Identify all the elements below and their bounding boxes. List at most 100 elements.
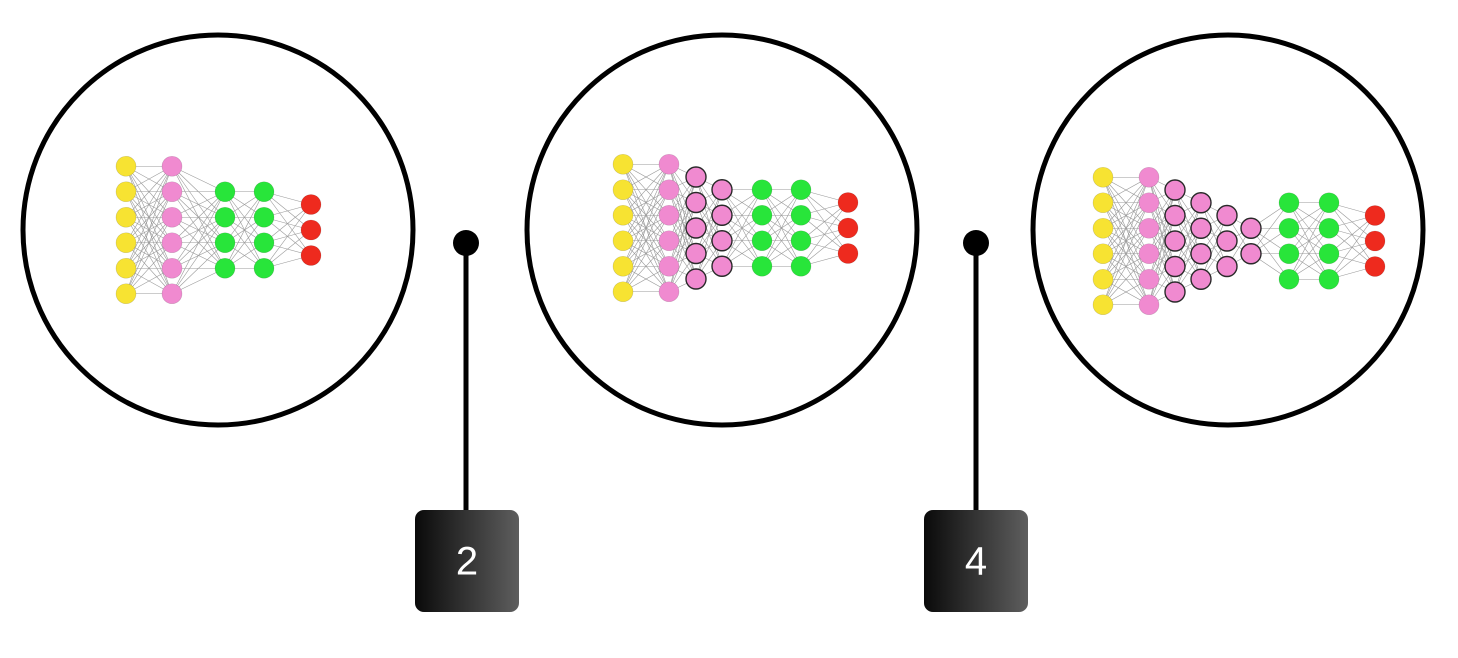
network-edge xyxy=(668,227,697,292)
network-nodes xyxy=(1092,166,1386,316)
node-hidden-a xyxy=(711,255,733,277)
network-edge xyxy=(125,166,173,269)
node-hidden-a xyxy=(658,179,680,201)
node-hidden-b xyxy=(1278,268,1300,290)
network-edge xyxy=(622,164,670,241)
node-hidden-a xyxy=(711,179,733,201)
network-edge xyxy=(721,215,763,267)
node-input xyxy=(1092,243,1114,265)
node-hidden-a xyxy=(685,166,707,188)
node-hidden-a xyxy=(1138,268,1160,290)
node-hidden-b xyxy=(214,206,236,228)
node-input xyxy=(612,255,634,277)
node-hidden-a xyxy=(1216,204,1238,227)
network-edge xyxy=(1148,240,1176,305)
node-hidden-a xyxy=(161,283,183,305)
node-hidden-a xyxy=(658,230,680,252)
network-edge xyxy=(1102,228,1150,305)
network-edges xyxy=(622,163,849,293)
network-edge xyxy=(761,215,802,267)
node-hidden-b xyxy=(253,181,275,203)
node-hidden-a xyxy=(1138,192,1160,214)
node-hidden-a xyxy=(161,155,183,177)
node-hidden-a xyxy=(1190,243,1212,265)
network-edge xyxy=(171,191,226,269)
node-output xyxy=(837,217,859,239)
node-hidden-b xyxy=(253,206,275,228)
node-hidden-a xyxy=(685,242,707,265)
node-hidden-a xyxy=(1216,255,1238,278)
node-hidden-a xyxy=(1190,268,1212,290)
node-output xyxy=(300,245,322,266)
network-edge xyxy=(761,189,802,241)
node-hidden-a xyxy=(161,232,183,254)
node-hidden-a xyxy=(1164,179,1186,201)
network-panel-1 xyxy=(20,32,416,428)
node-hidden-a xyxy=(161,181,183,203)
node-hidden-a xyxy=(1164,255,1186,278)
network-edge xyxy=(721,189,763,241)
network-panel-5 xyxy=(1030,32,1426,428)
node-input xyxy=(612,204,634,226)
network-edge xyxy=(1288,202,1330,280)
node-output xyxy=(300,194,322,215)
node-hidden-a xyxy=(1138,217,1160,239)
network-edge xyxy=(622,240,670,292)
network-edge xyxy=(224,191,265,269)
network-edge xyxy=(721,189,763,267)
node-input xyxy=(115,206,137,228)
node-hidden-b xyxy=(1278,192,1300,214)
node-hidden-b xyxy=(790,204,812,226)
node-hidden-a xyxy=(1164,230,1186,252)
step-marker-4: 4 xyxy=(924,230,1028,612)
node-hidden-a xyxy=(1216,230,1238,252)
node-output xyxy=(1364,230,1386,252)
network-edge xyxy=(1102,253,1150,305)
node-hidden-b xyxy=(1278,217,1300,239)
node-input xyxy=(612,230,634,252)
network-edge xyxy=(1288,228,1330,280)
network-panel-3 xyxy=(524,32,920,428)
node-hidden-b xyxy=(1318,268,1340,290)
node-input xyxy=(115,232,137,254)
node-input xyxy=(1092,166,1114,188)
node-output xyxy=(1364,205,1386,226)
node-hidden-a xyxy=(1190,217,1212,239)
node-hidden-b xyxy=(214,181,236,203)
network-edge xyxy=(1174,228,1202,293)
node-hidden-a xyxy=(1164,281,1186,303)
node-input xyxy=(115,283,137,305)
node-hidden-a xyxy=(685,217,707,239)
network-edge xyxy=(695,189,723,254)
node-hidden-a xyxy=(711,230,733,252)
node-hidden-a xyxy=(1190,192,1212,214)
network-edge xyxy=(1200,215,1228,280)
network-nodes xyxy=(115,155,322,305)
network-edge xyxy=(171,217,226,294)
node-output xyxy=(837,243,859,264)
network-edge xyxy=(800,227,849,267)
network-edge xyxy=(695,215,723,280)
node-hidden-b xyxy=(253,232,275,254)
step-badge-label: 2 xyxy=(456,540,478,584)
step-badge-label: 4 xyxy=(965,540,987,584)
node-hidden-a xyxy=(1240,217,1262,239)
node-hidden-a xyxy=(161,206,183,228)
node-input xyxy=(1092,268,1114,290)
network-edge xyxy=(224,217,265,269)
network-edge xyxy=(1328,215,1376,280)
node-hidden-a xyxy=(658,204,680,226)
node-hidden-b xyxy=(790,255,812,277)
node-hidden-b xyxy=(751,179,773,201)
node-hidden-a xyxy=(658,255,680,277)
node-input xyxy=(1092,217,1114,239)
node-hidden-a xyxy=(658,281,680,303)
network-edge xyxy=(668,176,697,241)
node-hidden-b xyxy=(790,179,812,201)
network-edge xyxy=(761,189,802,267)
network-edge xyxy=(1148,215,1176,305)
network-edge xyxy=(171,242,226,294)
node-hidden-a xyxy=(161,257,183,279)
node-hidden-a xyxy=(1138,243,1160,265)
node-input xyxy=(612,153,634,175)
